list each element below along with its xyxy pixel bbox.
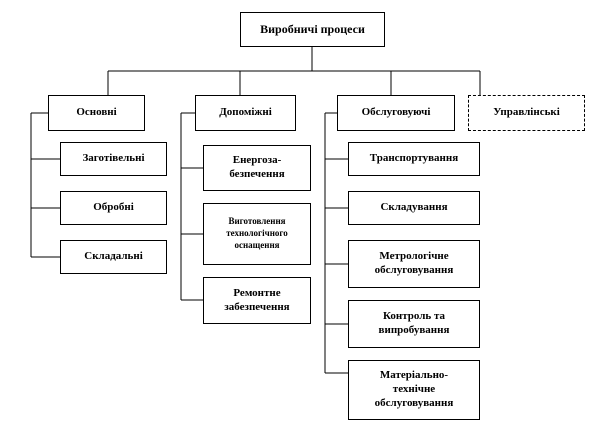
node-energozabezpechennia: Енергоза- безпечення: [203, 145, 311, 191]
node-zagotivelni: Заготівельні: [60, 142, 167, 176]
node-label: Складування: [380, 201, 448, 214]
root-label: Виробничі процеси: [260, 22, 365, 36]
node-label: Метрологічне обслуговування: [374, 250, 454, 276]
node-skladuvannia: Складування: [348, 191, 480, 225]
root-box: Виробничі процеси: [240, 12, 385, 47]
node-label: Обробні: [93, 201, 134, 214]
node-label: Енергоза- безпечення: [229, 154, 285, 180]
node-label: Складальні: [84, 250, 143, 263]
node-obrobni: Обробні: [60, 191, 167, 225]
node-remontne-zabezpechennia: Ремонтне забезпечення: [203, 277, 311, 324]
node-metrolohichne: Метрологічне обслуговування: [348, 240, 480, 288]
node-transportuvannia: Транспортування: [348, 142, 480, 176]
category-upravlinski: Управлінські: [468, 95, 585, 131]
node-label: Виготовлення технологічного оснащення: [226, 216, 288, 250]
node-label: Ремонтне забезпечення: [224, 286, 290, 313]
category-obslugovuiuchi: Обслуговуючі: [337, 95, 455, 131]
category-label: Обслуговуючі: [361, 106, 431, 119]
category-label: Основні: [76, 106, 117, 119]
node-skladalni: Складальні: [60, 240, 167, 274]
node-label: Матеріально-технічне обслуговування: [374, 369, 454, 409]
node-label: Транспортування: [369, 152, 459, 165]
node-kontrol-vyprobuvannia: Контроль та випробування: [348, 300, 480, 348]
category-label: Допоміжні: [219, 106, 272, 119]
node-materialno-tekhnichne: Матеріально-технічне обслуговування: [348, 360, 480, 420]
node-vygotovlennia-osnashchennia: Виготовлення технологічного оснащення: [203, 203, 311, 265]
node-label: Заготівельні: [82, 152, 145, 165]
category-dopomizhni: Допоміжні: [195, 95, 296, 131]
category-label: Управлінські: [493, 106, 560, 119]
category-osnovni: Основні: [48, 95, 145, 131]
node-label: Контроль та випробування: [378, 310, 450, 336]
